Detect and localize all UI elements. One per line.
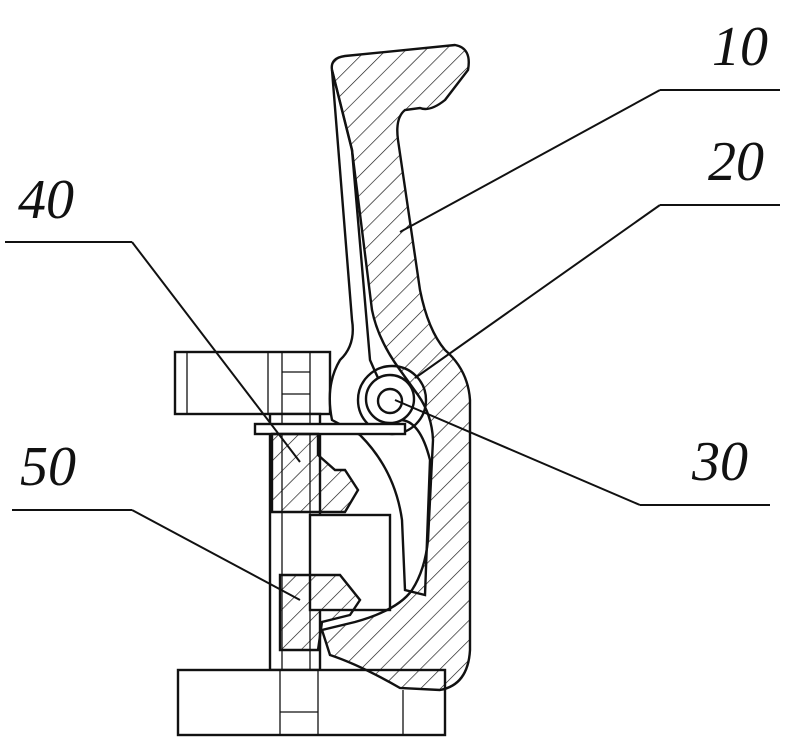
label-40: 40 xyxy=(18,169,74,231)
upper-hatched-block xyxy=(270,432,360,514)
label-20: 20 xyxy=(708,131,764,193)
lever-body xyxy=(320,43,472,692)
label-50: 50 xyxy=(20,436,76,498)
label-10: 10 xyxy=(712,16,768,78)
leader-lines xyxy=(5,89,780,601)
lower-hatched-block xyxy=(278,573,362,652)
pivot-pin xyxy=(356,364,428,436)
rod xyxy=(253,422,407,436)
upper-frame-block xyxy=(173,350,332,416)
label-30: 30 xyxy=(691,431,748,493)
